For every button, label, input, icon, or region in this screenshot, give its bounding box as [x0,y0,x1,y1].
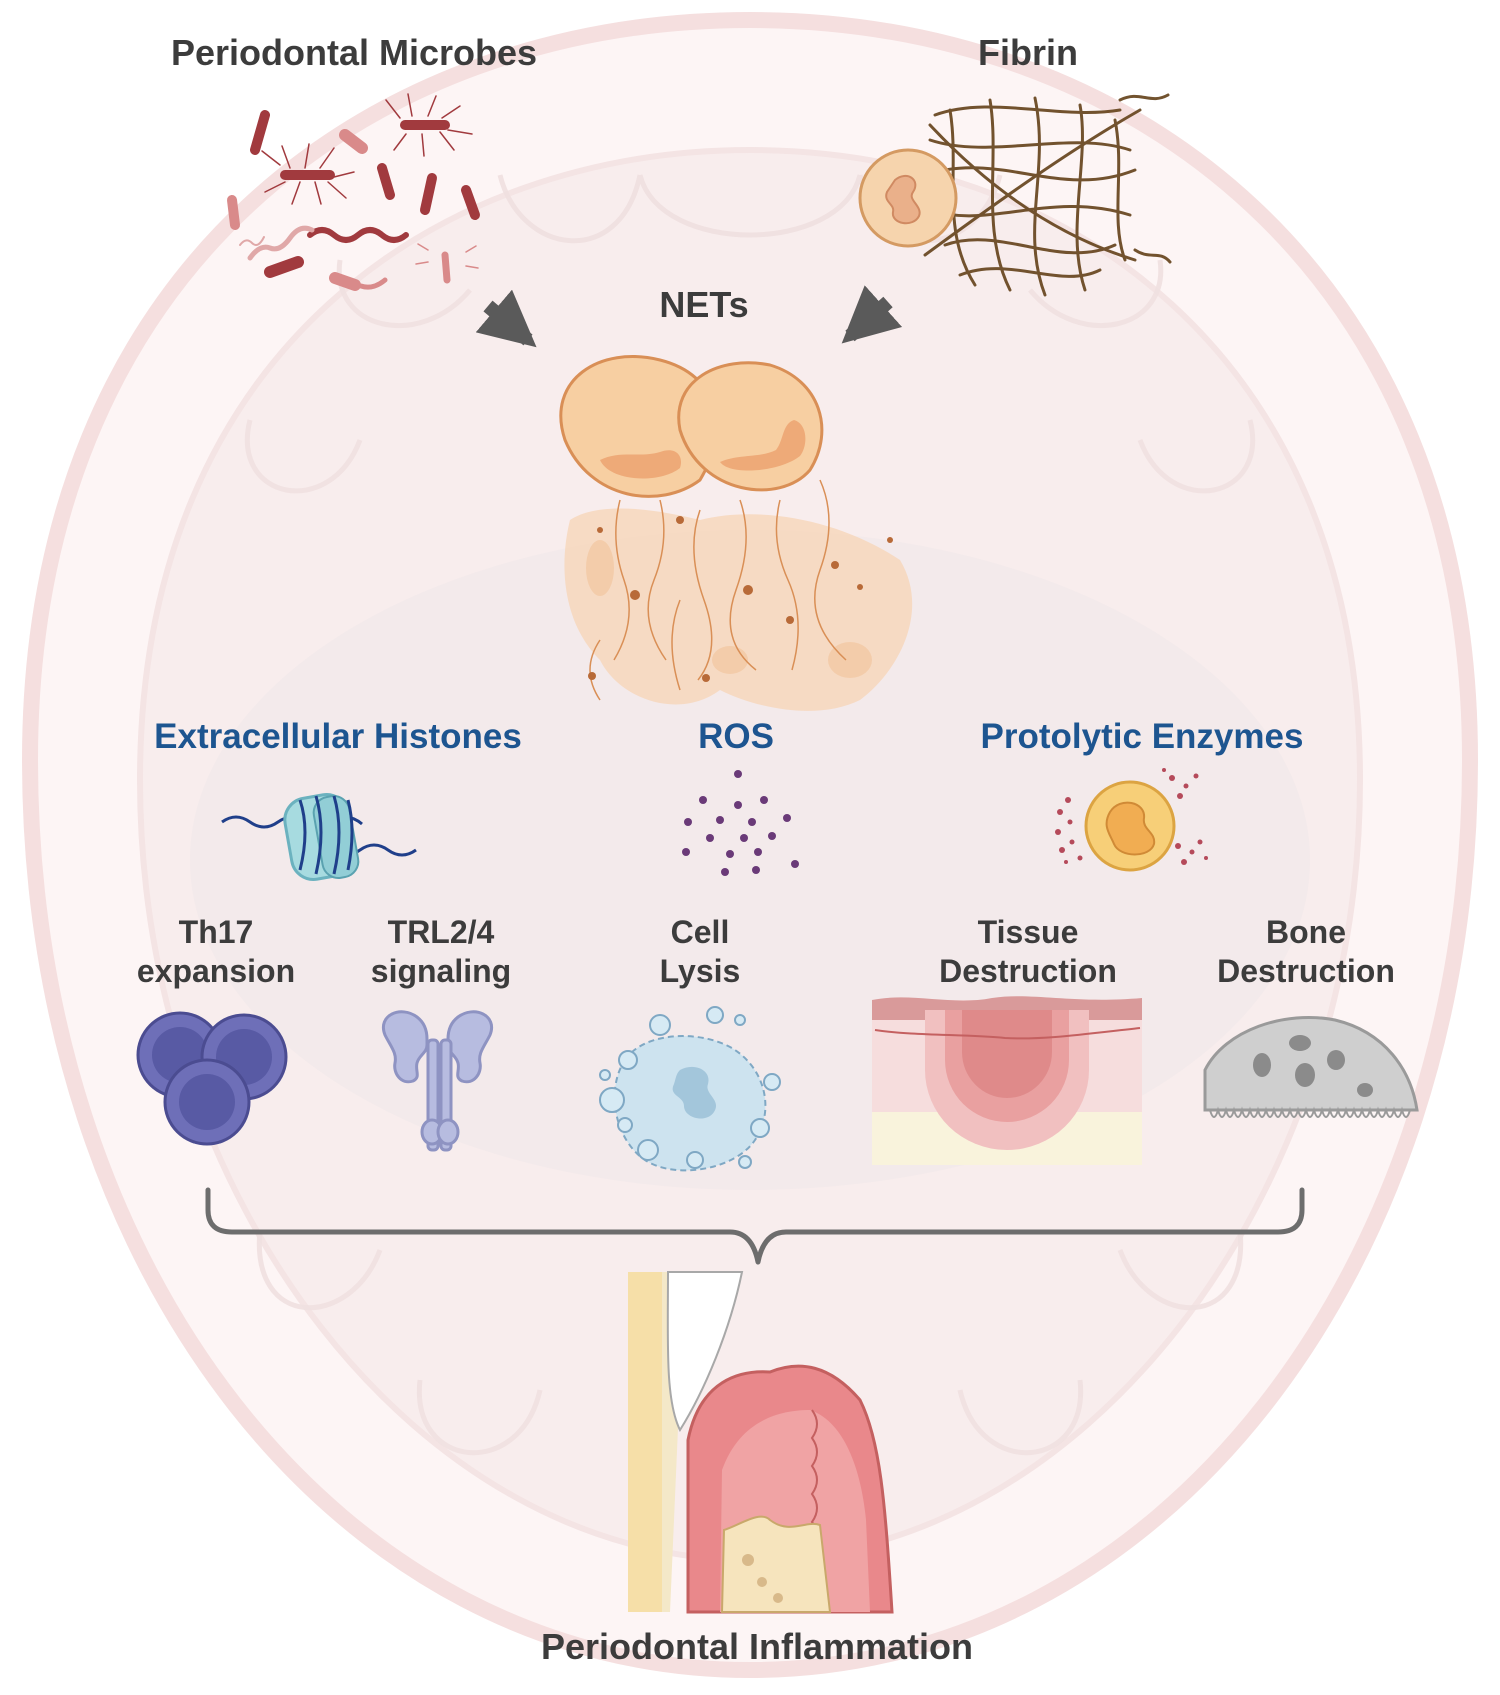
lymphocyte-cluster-icon [136,1011,288,1146]
label-cell-lysis: Cell Lysis [660,913,741,991]
label-bone-line2: Destruction [1217,953,1395,990]
label-lysis-line1: Cell [670,914,730,950]
label-nets: NETs [659,284,749,325]
label-tissue-destruction: Tissue Destruction [939,913,1117,991]
lysed-cell-icon [599,1006,781,1172]
label-tissue-line1: Tissue [977,914,1079,950]
neutrophil-extracellular-trap-icon [559,355,913,711]
label-periodontal-microbes: Periodontal Microbes [170,32,538,73]
bacteria-cluster-icon [227,93,480,291]
label-th17-expansion: Th17 expansion [137,913,295,991]
label-bone-line1: Bone [1265,914,1346,950]
osteoclast-icon [1203,1015,1419,1118]
label-th17-line2: expansion [136,953,296,990]
summary-brace [205,1187,1305,1265]
label-lysis-line2: Lysis [659,953,741,990]
arrow-microbes-to-nets [475,289,537,348]
label-trl-line1: TRL2/4 [387,914,495,950]
nucleosome-dna-icon [221,793,417,881]
label-ros: ROS [698,717,774,756]
label-periodontal-inflammation: Periodontal Inflammation [540,1626,974,1667]
label-extracellular-histones: Extracellular Histones [154,717,522,756]
mouth-backdrop [21,11,1479,1679]
toll-like-receptor-icon [381,1010,494,1152]
tissue-lesion-icon [872,996,1142,1165]
degranulating-neutrophil-icon [1055,768,1208,872]
label-protolytic-enzymes: Protolytic Enzymes [980,717,1304,756]
label-trl-line2: signaling [370,953,512,990]
arrow-fibrin-to-nets [841,285,903,344]
label-tissue-line2: Destruction [939,953,1117,990]
label-th17-line1: Th17 [178,914,254,950]
ros-dots-icon [682,770,799,876]
label-bone-destruction: Bone Destruction [1217,913,1395,991]
fibrin-mesh-icon [858,93,1172,297]
label-fibrin: Fibrin [978,32,1078,73]
tooth-gum-section-icon [628,1271,894,1614]
label-trl-signaling: TRL2/4 signaling [371,913,511,991]
